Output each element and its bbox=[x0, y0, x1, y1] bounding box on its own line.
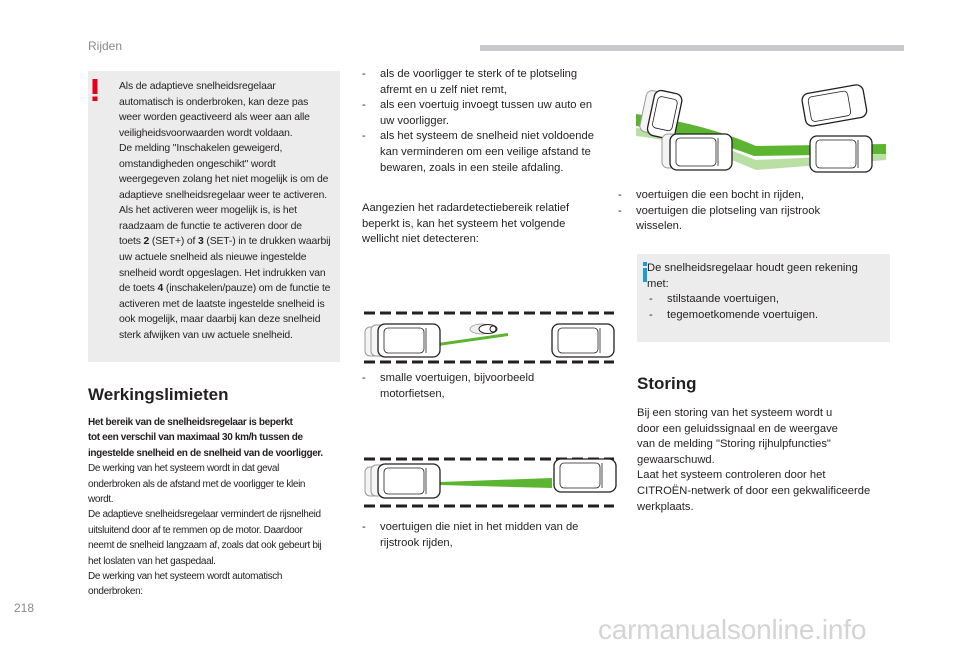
vehicle-curve-right bbox=[809, 135, 873, 173]
info-icon bbox=[643, 262, 647, 282]
storing-line: van de melding "Storing rijhulpfuncties" bbox=[637, 438, 831, 451]
list-item: als de voorligger te sterk of te plotsel… bbox=[362, 67, 620, 98]
storing-heading: Storing bbox=[637, 374, 697, 393]
warning-line: veiligheidsvoorwaarden wordt voldaan. bbox=[119, 127, 293, 139]
limits-body: Het bereik van de snelheidsregelaar is b… bbox=[88, 415, 343, 600]
own-vehicle bbox=[364, 323, 441, 358]
warning-key4-line: de toets 4 (inschakelen/pauze) om de fun… bbox=[119, 283, 331, 295]
limits-lead-line: ingestelde snelheid en de snelheid van d… bbox=[88, 447, 323, 459]
list-item: stilstaande voertuigen, bbox=[649, 292, 887, 308]
limits-line: het loslaten van het gaspedaal. bbox=[88, 555, 216, 567]
watermark: carmanualsonline.info bbox=[598, 614, 867, 645]
limits-line: onderbroken als de afstand met de voorli… bbox=[88, 478, 306, 490]
item-small-vehicles: smalle voertuigen, bijvoorbeeldmotorfiet… bbox=[362, 371, 612, 402]
storing-line: Bij een storing van het systeem wordt u bbox=[637, 407, 833, 419]
vehicle-curve-own bbox=[661, 133, 733, 171]
warning-line: adaptieve snelheidsregelaar weer te acti… bbox=[119, 189, 327, 201]
storing-body: Bij een storing van het systeem wordt u … bbox=[637, 406, 897, 515]
radar-beam bbox=[440, 478, 552, 488]
motorcycle bbox=[469, 323, 498, 335]
limits-line: De adaptieve snelheidsregelaar verminder… bbox=[88, 509, 321, 521]
warning-box: Als de adaptieve snelheidsregelaar autom… bbox=[88, 71, 340, 362]
warning-exclamation-icon bbox=[92, 79, 98, 101]
key-3: 3 bbox=[198, 236, 204, 248]
radar-paragraph: Aangezien het radardetectiebereik relati… bbox=[362, 202, 570, 246]
illustration-offset-vehicle bbox=[364, 457, 617, 508]
warning-keys-line: toets 2 (SET+) of 3 (SET-) in te drukken… bbox=[119, 236, 331, 248]
list-item: als een voertuig invoegt tussen uw auto … bbox=[362, 98, 620, 129]
illustration-curve bbox=[636, 84, 886, 173]
storing-line: gewaarschuwd. bbox=[637, 453, 715, 466]
warning-line: weer worden geactiveerd als weer aan all… bbox=[119, 112, 310, 124]
vehicle-ahead bbox=[551, 323, 615, 358]
info-text: De snelheidsregelaar houdt geen rekening… bbox=[647, 261, 887, 323]
list-item: tegemoetkomende voertuigen. bbox=[649, 308, 887, 324]
limits-line: onderbroken: bbox=[88, 586, 143, 598]
list-item: voertuigen die een bocht in rijden, bbox=[618, 188, 898, 204]
warning-line: raadzaam de functie te activeren door de bbox=[119, 220, 302, 232]
storing-line: door een geluidssignaal en de weergave bbox=[637, 422, 838, 435]
warning-line: De melding "Inschakelen geweigerd, bbox=[119, 143, 283, 155]
storing-line: CITROËN-netwerk of door een gekwalificee… bbox=[637, 484, 871, 497]
vehicle-ahead-offset bbox=[553, 458, 617, 493]
limits-line: De werking van het systeem wordt automat… bbox=[88, 571, 283, 583]
vehicle-curve-left bbox=[639, 89, 683, 140]
radar-beam bbox=[438, 333, 508, 346]
interrupt-list: als de voorligger te sterk of te plotsel… bbox=[362, 67, 620, 176]
warning-line: uw actuele snelheid als nieuwe ingesteld… bbox=[119, 252, 307, 264]
warning-line: omstandigheden ongeschikt" wordt bbox=[119, 158, 276, 170]
warning-line: ook mogelijk, maar daarbij kan deze snel… bbox=[119, 314, 321, 326]
own-vehicle bbox=[364, 463, 441, 499]
warning-text: Als de adaptieve snelheidsregelaar autom… bbox=[119, 79, 332, 343]
right-list: voertuigen die een bocht in rijden, voer… bbox=[618, 188, 898, 235]
limits-line: De werking van het systeem wordt in dat … bbox=[88, 463, 280, 475]
warning-line: activeren met de laatste ingestelde snel… bbox=[119, 298, 325, 310]
key-4: 4 bbox=[157, 283, 164, 295]
page-number: 218 bbox=[14, 601, 35, 615]
warning-line: sterk afwijken van uw actuele snelheid. bbox=[119, 329, 293, 341]
limits-line: neemt de snelheid langzaam af, zoals dat… bbox=[88, 540, 322, 552]
limits-lead-line: tot een verschil van maximaal 30 km/h tu… bbox=[88, 432, 303, 444]
limits-line: wordt. bbox=[88, 494, 114, 506]
warning-line: automatisch is onderbroken, kan deze pas bbox=[119, 96, 309, 108]
limits-heading: Werkingslimieten bbox=[88, 385, 229, 404]
limits-line: uitsluitend door af te remmen op de moto… bbox=[88, 524, 303, 536]
section-header: Rijden bbox=[88, 39, 123, 53]
list-item: smalle voertuigen, bijvoorbeeldmotorfiet… bbox=[362, 371, 612, 402]
info-list: stilstaande voertuigen, tegemoetkomende … bbox=[649, 292, 887, 323]
warning-line: Als het activeren weer mogelijk is, is h… bbox=[119, 205, 297, 217]
illustration-motorcycle bbox=[364, 311, 615, 364]
vehicle-curve-ahead bbox=[801, 84, 868, 127]
key-2: 2 bbox=[143, 236, 150, 248]
limits-lead-line: Het bereik van de snelheidsregelaar is b… bbox=[88, 417, 293, 428]
header-bar bbox=[480, 45, 904, 51]
warning-line: snelheid wordt opgeslagen. Het indrukken… bbox=[119, 267, 326, 279]
warning-line: weergegeven zolang het niet mogelijk is … bbox=[119, 174, 329, 186]
storing-line: Laat het systeem controleren door het bbox=[637, 469, 826, 482]
storing-line: werkplaats. bbox=[637, 500, 694, 513]
list-item: voertuigen die plotseling van rijstrookw… bbox=[618, 204, 898, 235]
list-item: als het systeem de snelheid niet voldoen… bbox=[362, 129, 620, 176]
item-offset-vehicles: voertuigen die niet in het midden van de… bbox=[362, 520, 612, 551]
list-item: voertuigen die niet in het midden van de… bbox=[362, 520, 612, 551]
warning-line: Als de adaptieve snelheidsregelaar bbox=[119, 81, 276, 92]
